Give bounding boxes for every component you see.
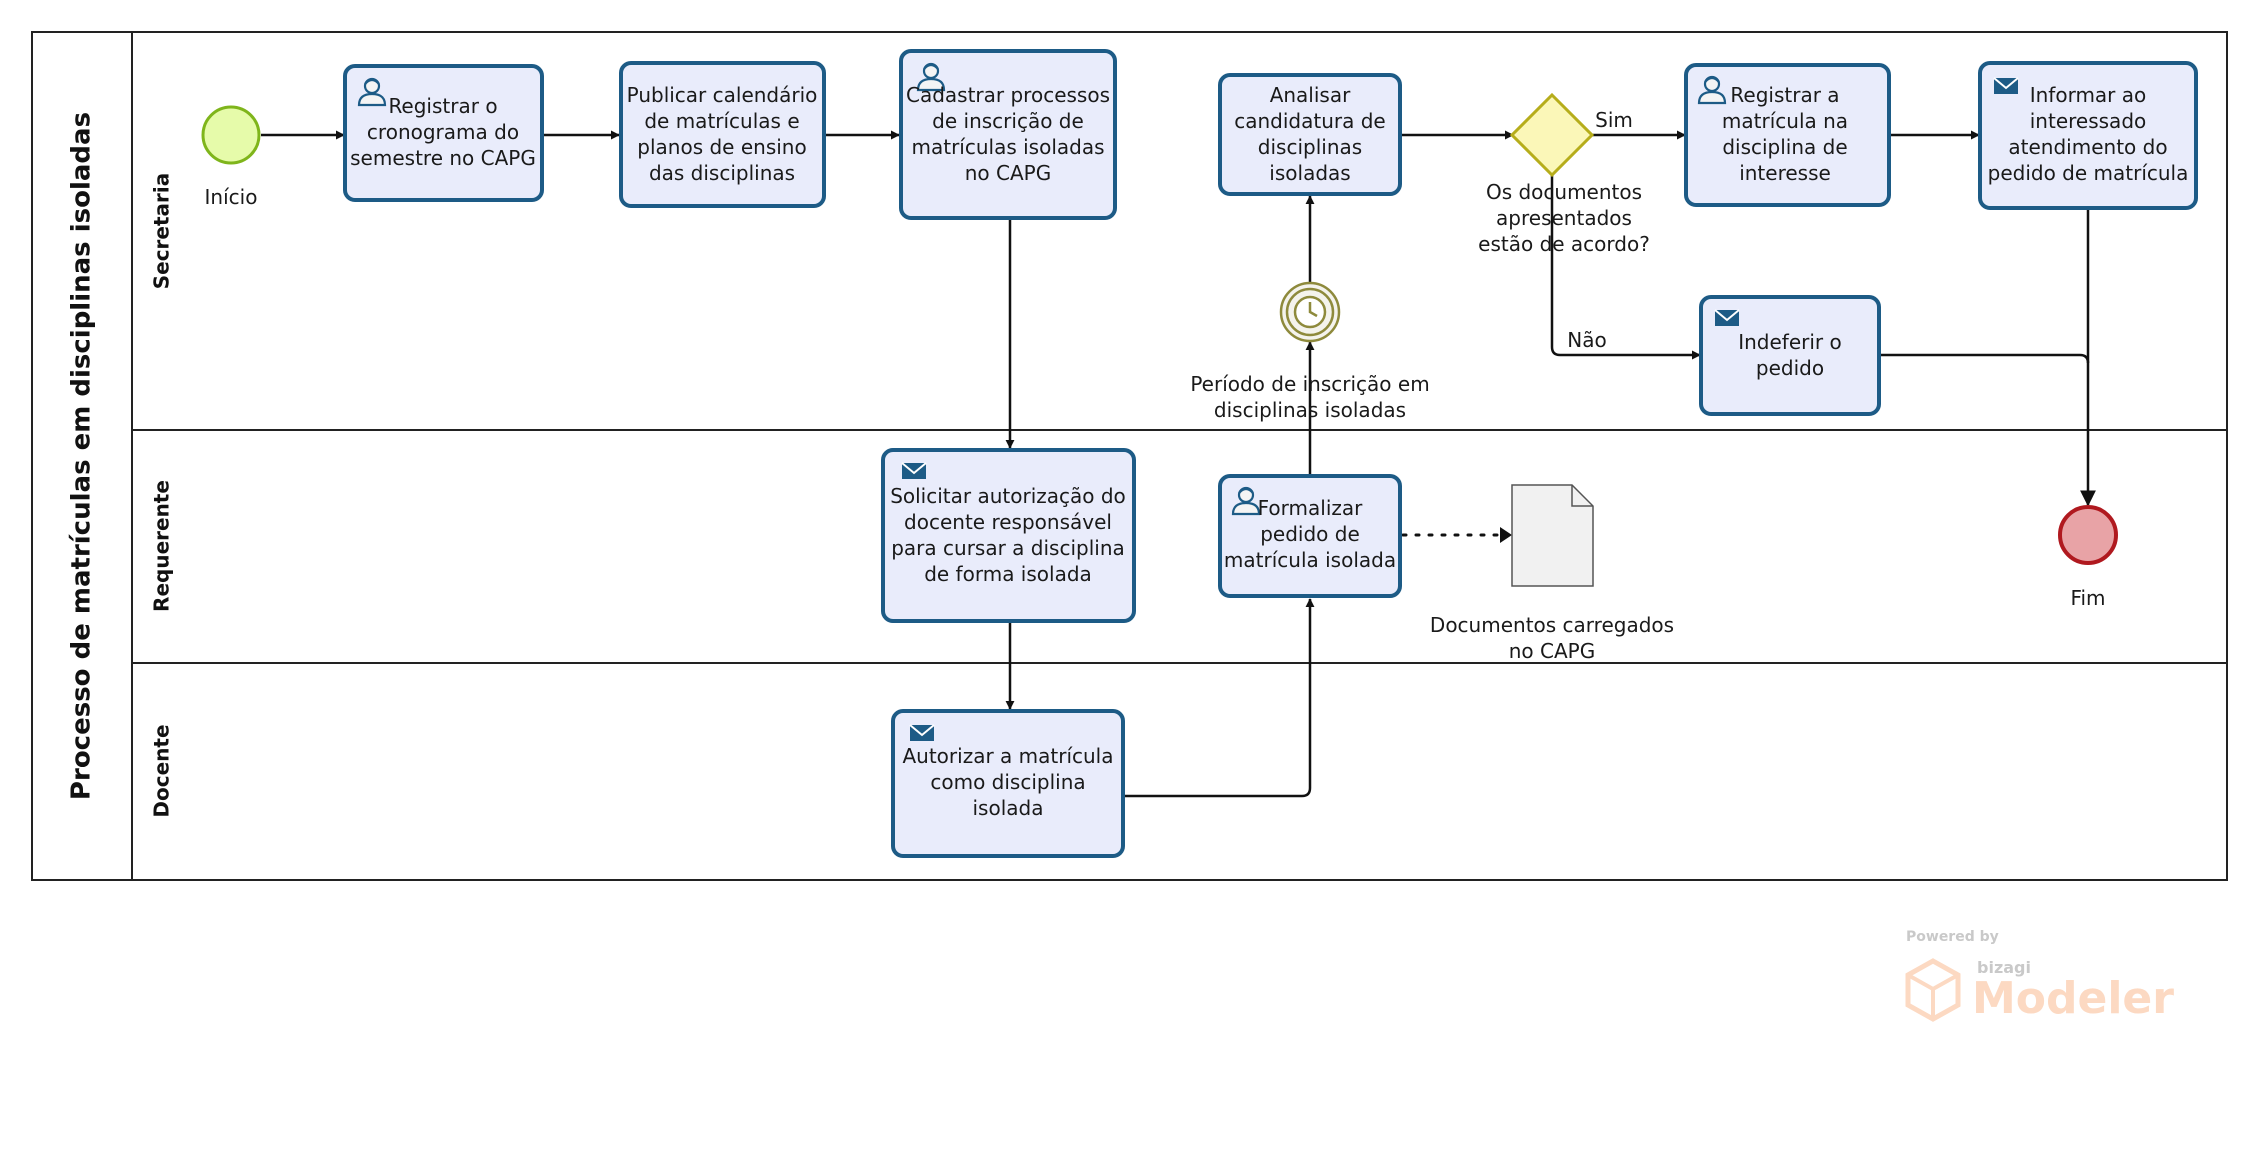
- task-text-line: pedido: [1756, 356, 1824, 380]
- gateway-diamond[interactable]: [1509, 92, 1595, 178]
- task-text-line: de forma isolada: [924, 562, 1092, 586]
- gateway-yes-label: Sim: [1595, 108, 1633, 132]
- task-text-line: de inscrição de: [932, 109, 1084, 133]
- document-artifact[interactable]: Documentos carregados no CAPG: [1430, 484, 1674, 663]
- task-text-line: disciplina de: [1722, 135, 1847, 159]
- task-box[interactable]: [891, 709, 1125, 858]
- task-box[interactable]: [1218, 73, 1402, 196]
- task-box[interactable]: [1699, 295, 1881, 416]
- message-icon: [1993, 77, 2019, 95]
- gateway-no-label: Não: [1567, 328, 1606, 352]
- start-event-circle[interactable]: [201, 105, 261, 165]
- lane-label-requerente: Requerente: [150, 480, 174, 612]
- start-event-label: Início: [205, 185, 258, 209]
- task-box[interactable]: [619, 61, 826, 208]
- document-label-line1: Documentos carregados: [1430, 613, 1674, 637]
- task-formalizar-pedido[interactable]: Formalizar pedido de matrícula isolada: [1218, 474, 1402, 598]
- task-text-line: disciplinas: [1258, 135, 1362, 159]
- gateway-question-line3: estão de acordo?: [1478, 232, 1650, 256]
- task-registrar-cronograma[interactable]: Registrar o cronograma do semestre no CA…: [343, 64, 544, 202]
- association-arrowhead: [1500, 527, 1512, 543]
- task-text-line: Informar ao: [2030, 83, 2147, 107]
- flow-indeferir-to-fim: [1880, 353, 2090, 364]
- timer-event-label-line2: disciplinas isoladas: [1214, 398, 1406, 422]
- task-text-line: matrícula isolada: [1224, 548, 1396, 572]
- clock-hands-icon: [1308, 302, 1318, 318]
- lane-label-secretaria: Secretaria: [150, 173, 174, 290]
- product-text: Modeler: [1972, 973, 2174, 1024]
- task-text-line: cronograma do: [367, 120, 519, 144]
- task-text-line: candidatura de: [1234, 109, 1385, 133]
- task-cadastrar-processos[interactable]: Cadastrar processos de inscrição de matr…: [899, 49, 1117, 220]
- task-text-line: semestre no CAPG: [350, 146, 536, 170]
- sequence-flows: [261, 130, 2096, 798]
- start-event[interactable]: Início: [201, 105, 261, 209]
- task-box[interactable]: [343, 64, 544, 202]
- task-text-line: atendimento do: [2008, 135, 2167, 159]
- timer-event-label-line1: Período de inscrição em: [1190, 372, 1429, 396]
- powered-by-text: Powered by: [1906, 929, 1999, 945]
- message-icon: [1714, 309, 1740, 327]
- task-text-line: Solicitar autorização do: [890, 484, 1126, 508]
- document-icon[interactable]: [1511, 484, 1594, 587]
- flow-gateway-no: [1550, 175, 1701, 360]
- task-text-line: Autorizar a matrícula: [902, 744, 1113, 768]
- timer-event[interactable]: Período de inscrição em disciplinas isol…: [1190, 281, 1430, 422]
- task-text-line: para cursar a disciplina: [891, 536, 1125, 560]
- document-fold: [1571, 485, 1593, 507]
- exclusive-gateway[interactable]: Os documentos apresentados estão de acor…: [1478, 92, 1650, 352]
- task-autorizar-matricula[interactable]: Autorizar a matrícula como disciplina is…: [891, 709, 1125, 858]
- task-text-line: docente responsável: [904, 510, 1112, 534]
- task-text-line: matrícula na: [1722, 109, 1848, 133]
- pool-title: Processo de matrículas em disciplinas is…: [67, 112, 97, 800]
- task-box[interactable]: [899, 49, 1117, 220]
- task-text-line: como disciplina: [930, 770, 1085, 794]
- task-box[interactable]: [881, 448, 1136, 623]
- task-text-line: Indeferir o: [1738, 330, 1842, 354]
- vendor-text: bizagi: [1977, 958, 2031, 977]
- task-text-line: Cadastrar processos: [906, 83, 1110, 107]
- gateway-question-line1: Os documentos: [1486, 180, 1642, 204]
- task-text-line: interesse: [1739, 161, 1831, 185]
- task-text-line: pedido de: [1260, 522, 1360, 546]
- task-text-line: pedido de matrícula: [1988, 161, 2189, 185]
- task-text-line: Registrar o: [388, 94, 497, 118]
- task-analisar-candidatura[interactable]: Analisar candidatura de disciplinas isol…: [1218, 73, 1402, 196]
- task-publicar-calendario[interactable]: Publicar calendário de matrículas e plan…: [619, 61, 826, 208]
- task-text-line: no CAPG: [965, 161, 1051, 185]
- end-event-circle[interactable]: [2058, 505, 2118, 565]
- task-text-line: Analisar: [1270, 83, 1351, 107]
- task-informar-interessado[interactable]: Informar ao interessado atendimento do p…: [1978, 61, 2198, 210]
- end-event-label: Fim: [2070, 586, 2105, 610]
- task-text-line: Publicar calendário: [627, 83, 818, 107]
- task-text-line: matrículas isoladas: [911, 135, 1104, 159]
- end-event[interactable]: Fim: [2058, 505, 2118, 610]
- message-icon: [901, 462, 927, 480]
- flow-autorizar-to-formalizar: [1123, 598, 1315, 798]
- bizagi-watermark: Powered by bizagi Modeler: [1905, 929, 2174, 1024]
- lane-label-docente: Docente: [150, 724, 174, 817]
- task-text-line: interessado: [2030, 109, 2147, 133]
- task-text-line: Formalizar: [1258, 496, 1364, 520]
- task-text-line: das disciplinas: [649, 161, 795, 185]
- bizagi-logo-inner: [1907, 973, 1959, 1019]
- task-text-line: planos de ensino: [637, 135, 806, 159]
- message-icon: [909, 724, 935, 742]
- task-text-line: isoladas: [1269, 161, 1350, 185]
- gateway-question-line2: apresentados: [1496, 206, 1632, 230]
- task-text-line: isolada: [973, 796, 1044, 820]
- task-text-line: de matrículas e: [644, 109, 799, 133]
- task-box[interactable]: [1978, 61, 2198, 210]
- task-text-line: Registrar a: [1730, 83, 1839, 107]
- task-solicitar-autorizacao[interactable]: Solicitar autorização do docente respons…: [881, 448, 1136, 623]
- task-box[interactable]: [1684, 63, 1891, 207]
- document-label-line2: no CAPG: [1509, 639, 1595, 663]
- task-indeferir-pedido[interactable]: Indeferir o pedido: [1699, 295, 1881, 416]
- task-registrar-matricula[interactable]: Registrar a matrícula na disciplina de i…: [1684, 63, 1891, 207]
- task-box[interactable]: [1218, 474, 1402, 598]
